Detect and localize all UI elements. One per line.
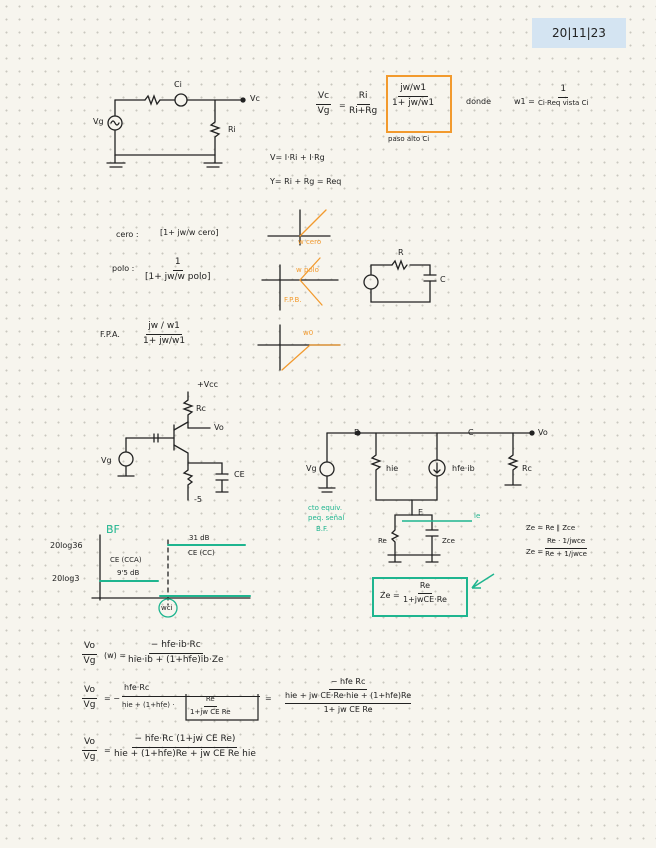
kvl-line: V= I·Ri + I·Rg <box>270 153 325 162</box>
bode-cero-plot <box>267 209 331 246</box>
l2-den-a: hie + (1+hfe) · <box>122 701 175 709</box>
bode-fpa-plot <box>257 324 341 371</box>
hie-label: hie <box>386 464 399 473</box>
vg-amp-label: Vg <box>101 456 112 465</box>
paso-alto-note: paso alto Ci <box>388 135 430 143</box>
circuit-ci-ri <box>106 93 246 168</box>
l2-equals: = <box>265 694 272 703</box>
vg-label: Vg <box>93 117 104 126</box>
rc-c-label: C <box>440 275 446 284</box>
lab-ce-cc: CE (CC) <box>188 549 215 557</box>
equivalent-circuit <box>318 430 535 563</box>
note-cto-equiv: cto equiv. <box>308 504 343 512</box>
l3-fraction: − hfe·Rc (1+jw CE Re)hie + (1+hfe)Re + j… <box>114 734 256 759</box>
re-label: Re <box>378 537 387 545</box>
ze-parallel: Ze = Re ∥ Zce <box>526 524 576 532</box>
node-e: E <box>418 508 424 517</box>
amplifier-bode-plot <box>91 534 251 618</box>
ze2-lhs: Ze = <box>526 548 544 556</box>
w1-lhs: w1 = <box>514 97 535 106</box>
transistor-amplifier <box>117 391 229 501</box>
note-bf: B.F. <box>316 525 329 533</box>
date-label: 20|11|23 <box>532 18 626 48</box>
val-31db: 31 dB <box>189 534 210 542</box>
equals-1: = <box>339 101 346 110</box>
vee-label: -5 <box>194 495 202 504</box>
arrow-to-ze-box <box>471 573 495 589</box>
bode-polo-plot <box>261 257 339 311</box>
val-95db: 9'5 dB <box>117 569 140 577</box>
rc-r-label: R <box>398 248 404 257</box>
vc-label: Vc <box>250 94 260 103</box>
l2-fraction-bar <box>122 696 260 697</box>
polo-label: polo : <box>112 264 135 273</box>
fpa-tag: w0 <box>303 329 314 337</box>
l2-num: hfe·Rc <box>124 683 150 692</box>
wci-label: wci <box>161 604 173 612</box>
fpb-tag: F.P.B. <box>284 296 302 304</box>
cero-expression: [1+ jw/w cero] <box>160 228 219 237</box>
lab-ce-cca: CE (CCA) <box>110 556 142 564</box>
ri-label: Ri <box>228 125 236 134</box>
zce-label: Zce <box>442 537 455 545</box>
zebox-lhs: Ze = <box>380 591 400 600</box>
polo-tag: w polo <box>296 266 319 274</box>
node-b: B <box>354 428 360 437</box>
cero-label: cero : <box>116 230 139 239</box>
donde-label: donde <box>466 97 492 106</box>
cero-tag: w cero <box>298 238 322 246</box>
l2-rhs-fraction: − hfe Rc hie + jw CE·Re·hie + (1+hfe)Re … <box>285 677 412 714</box>
highpass-box <box>386 75 452 133</box>
node-c: C <box>468 428 474 437</box>
ylabel-20log3: 20log3 <box>52 574 80 583</box>
rc-circuit <box>363 259 437 303</box>
hfe-ib-label: hfe·ib <box>452 464 475 473</box>
ylabel-20log36: 20log36 <box>50 541 83 550</box>
vg-eq-label: Vg <box>306 464 317 473</box>
l1-w: (w) = <box>104 651 127 660</box>
l3-equals: = <box>104 746 111 755</box>
rc-label: Rc <box>196 404 206 413</box>
note-peq-senal: peq. señal <box>308 514 345 522</box>
rc-eq-label: Rc <box>522 464 532 473</box>
fpa-label: F.P.A. <box>100 330 120 339</box>
req-line: Y= Ri + Rg = Req <box>270 177 342 186</box>
polo-fraction: 1[1+ jw/w polo] <box>145 257 211 282</box>
ce-label: CE <box>234 470 245 479</box>
vo-label: Vo <box>214 423 224 432</box>
bf-label: BF <box>106 523 120 536</box>
ze-result-box <box>372 577 468 617</box>
vcc-label: +Vcc <box>197 380 218 389</box>
ci-label: Ci <box>174 80 182 89</box>
l2-equals-minus: = − <box>104 694 120 703</box>
vo-eq-label: Vo <box>538 428 548 437</box>
ie-label: ie <box>474 512 481 520</box>
